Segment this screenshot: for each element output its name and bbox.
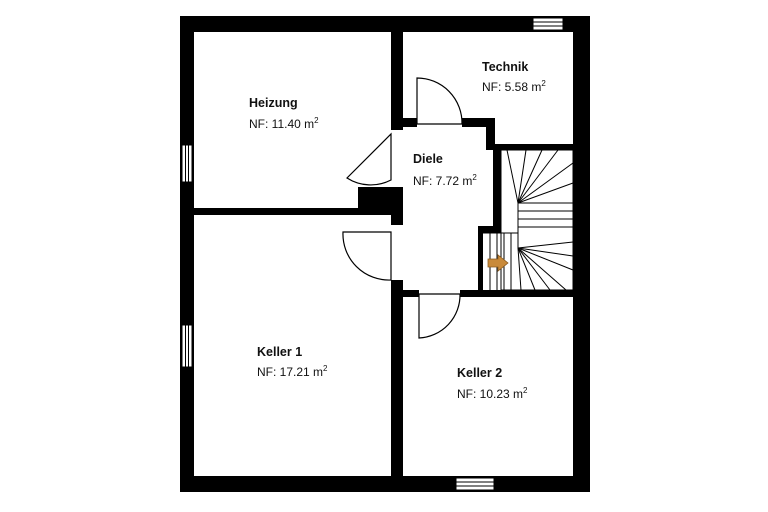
walls: [180, 16, 590, 492]
wall-heizung-keller1: [194, 208, 360, 215]
windows: [181, 17, 564, 491]
door-keller2: [418, 293, 461, 339]
room-name-keller2: Keller 2: [457, 366, 502, 380]
room-label-heizung: Heizung NF: 11.40 m2: [249, 96, 319, 131]
wall-technik-right: [486, 118, 495, 148]
room-label-diele: Diele NF: 7.72 m2: [413, 152, 477, 188]
room-area-heizung: NF: 11.40 m2: [249, 116, 319, 131]
outer-wall-bottom: [180, 476, 590, 492]
wall-technik-bottom-right: [462, 118, 486, 127]
window-technik-top: [532, 17, 564, 31]
room-name-technik: Technik: [482, 60, 528, 74]
doors: [342, 77, 463, 339]
wall-pillar: [358, 187, 391, 215]
outer-wall-right: [573, 16, 590, 492]
door-keller1: [342, 231, 392, 281]
wall-technik-bottom: [403, 118, 417, 127]
arrow-right-icon: [487, 254, 509, 272]
room-name-keller1: Keller 1: [257, 345, 302, 359]
wall-stair-left-lower: [478, 226, 483, 290]
window-keller1-left: [181, 324, 193, 368]
staircase: [483, 149, 574, 291]
door-technik: [416, 77, 463, 125]
wall-keller2-top-left: [403, 290, 419, 297]
wall-stair-left: [493, 150, 501, 226]
room-label-keller1: Keller 1 NF: 17.21 m2: [257, 345, 328, 379]
room-area-diele: NF: 7.72 m2: [413, 173, 477, 188]
room-area-technik: NF: 5.58 m2: [482, 79, 546, 94]
wall-technik-stair: [486, 144, 573, 150]
window-heizung-left: [181, 144, 193, 183]
room-name-diele: Diele: [413, 152, 443, 166]
wall-diele-left-mid: [391, 187, 403, 225]
room-label-keller2: Keller 2 NF: 10.23 m2: [457, 366, 528, 401]
room-area-keller2: NF: 10.23 m2: [457, 386, 528, 401]
wall-diele-left-lower: [391, 280, 403, 476]
door-heizung: [346, 132, 392, 186]
room-label-technik: Technik NF: 5.58 m2: [482, 60, 546, 94]
wall-stair-corner: [478, 226, 501, 233]
wall-diele-left-upper: [391, 32, 403, 130]
room-name-heizung: Heizung: [249, 96, 298, 110]
wall-keller2-top: [460, 290, 573, 297]
room-area-keller1: NF: 17.21 m2: [257, 364, 328, 379]
outer-wall-top: [180, 16, 590, 32]
outer-wall-left: [180, 16, 194, 492]
window-keller2-bottom: [455, 477, 495, 491]
